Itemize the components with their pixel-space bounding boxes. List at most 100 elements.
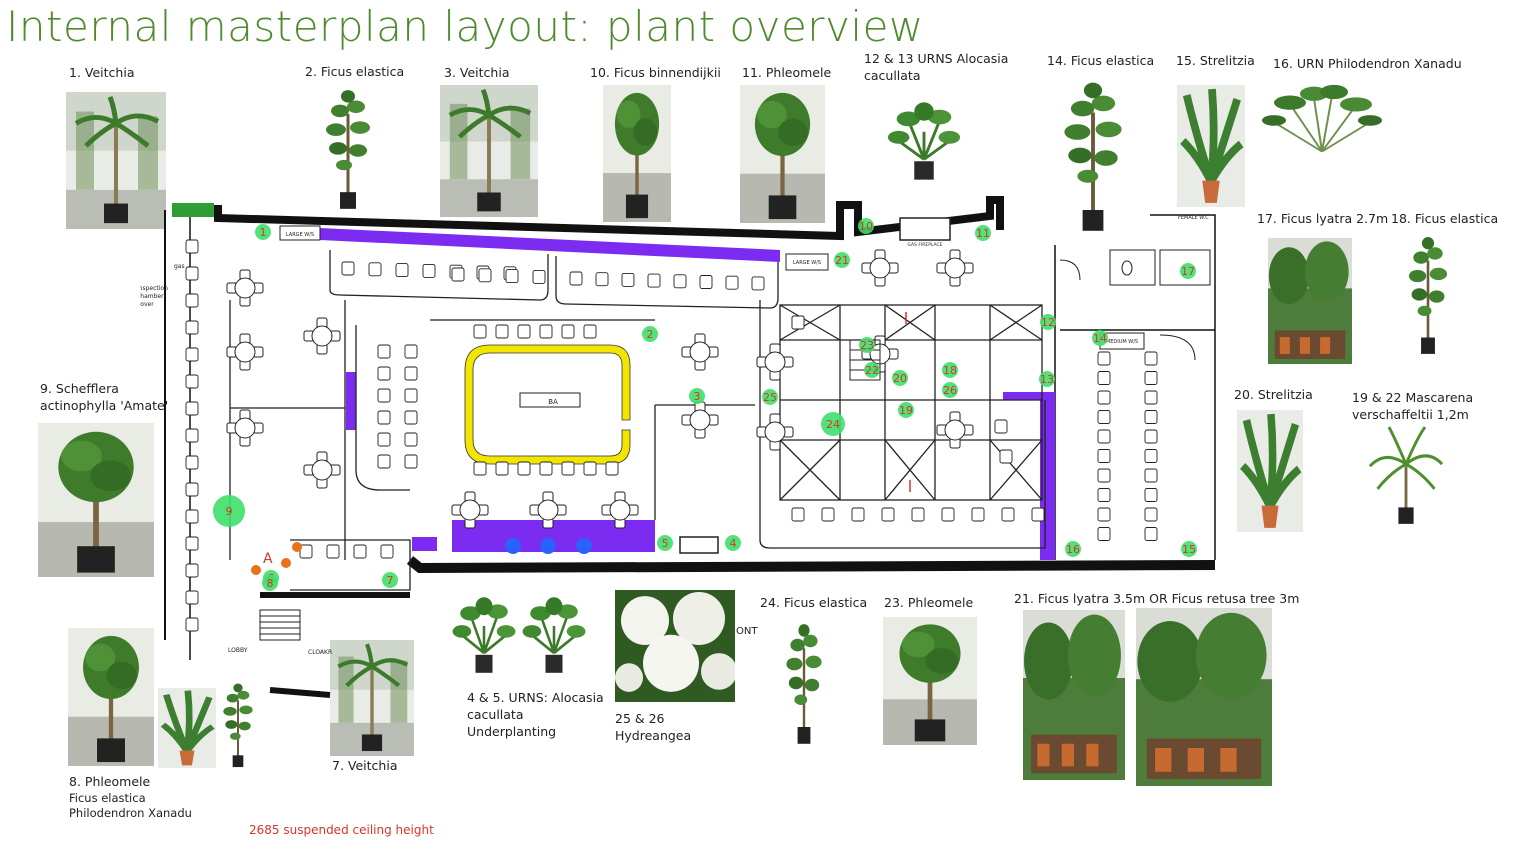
plant-marker-18: 18 <box>942 362 958 378</box>
red-tick-marks <box>905 312 911 492</box>
chair-rows <box>185 239 1158 632</box>
marker-number: 9 <box>226 505 233 518</box>
label-plant-14: 14. Ficus elastica <box>1047 53 1155 68</box>
chair <box>185 320 199 335</box>
chair <box>1144 449 1158 463</box>
chair <box>185 482 199 497</box>
plant-marker-26: 26 <box>942 382 958 398</box>
chair <box>1144 371 1158 385</box>
chair <box>404 388 418 403</box>
plant-markers: 1234567891011121314151617181920212223242… <box>213 218 1197 591</box>
plant-marker-8: 8 <box>262 575 278 591</box>
orange-dots <box>251 542 302 575</box>
marker-dot <box>1040 314 1056 330</box>
large-ws-1-label: LARGE W/S <box>286 232 314 238</box>
chair <box>185 428 199 443</box>
page-title: Internal masterplan layout: plant overvi… <box>6 2 924 51</box>
marker-dot <box>892 370 908 386</box>
label-plant-25-26-line2: Hydreangea <box>615 728 692 743</box>
bar-counter: BA <box>464 344 631 465</box>
label-plant-8-line1: 8. Phleomele <box>69 774 151 789</box>
chair <box>185 617 199 632</box>
inspection-label: inspection <box>140 285 168 292</box>
marker-dot <box>821 412 845 436</box>
chair <box>377 410 391 425</box>
chair <box>473 461 487 476</box>
chair <box>341 261 355 276</box>
chair <box>561 324 575 339</box>
marker-dot <box>864 362 880 378</box>
plant-marker-24: 24 <box>821 412 845 436</box>
label-plant-10: 10. Ficus binnendijkii <box>590 65 721 80</box>
chair <box>377 388 391 403</box>
chair <box>532 269 546 284</box>
round-table <box>226 269 264 307</box>
chair <box>1144 488 1158 502</box>
marker-dot <box>1180 263 1196 279</box>
chair <box>404 454 418 469</box>
plant-marker-13: 13 <box>1039 371 1055 387</box>
bar-label: BA <box>548 398 558 406</box>
round-table <box>756 413 794 451</box>
label-plant-12-13-line2: cacullata <box>864 68 921 83</box>
marker-number: 14 <box>1093 332 1107 345</box>
marker-dot <box>834 252 850 268</box>
chair <box>404 432 418 447</box>
label-plant-4-5-line1: 4 & 5. URNS: Alocasia <box>467 690 604 705</box>
marker-number: 3 <box>694 390 701 403</box>
marker-dot <box>975 225 991 241</box>
chair <box>1031 507 1045 522</box>
label-plant-17: 17. Ficus lyatra 2.7m <box>1257 211 1389 226</box>
marker-dot <box>762 389 778 405</box>
large-ws-2 <box>785 253 829 271</box>
round-table <box>226 409 264 447</box>
chair <box>299 544 313 559</box>
round-table <box>303 317 341 355</box>
chair <box>185 266 199 281</box>
chair <box>404 344 418 359</box>
chair <box>404 410 418 425</box>
chair <box>1144 527 1158 541</box>
chair <box>185 509 199 524</box>
marker-number: 15 <box>1182 543 1196 556</box>
chair <box>1097 527 1111 541</box>
chair <box>1001 507 1015 522</box>
chair <box>478 268 492 283</box>
chair <box>353 544 367 559</box>
round-table <box>861 249 899 287</box>
marker-number: 5 <box>662 537 669 550</box>
label-plant-19-22-line1: 19 & 22 Mascarena <box>1352 390 1474 405</box>
table-top <box>609 499 631 521</box>
gas-label: gas <box>174 263 185 270</box>
chair <box>941 507 955 522</box>
wc-fixtures <box>1059 249 1211 361</box>
chair <box>1097 371 1111 385</box>
chair <box>1097 390 1111 405</box>
chair <box>791 315 805 330</box>
label-plant-11: 11. Phleomele <box>742 65 832 80</box>
round-table <box>681 401 719 439</box>
marker-number: 24 <box>826 418 840 431</box>
chair <box>505 269 519 284</box>
marker-number: 23 <box>860 339 874 352</box>
chair <box>881 507 895 522</box>
chair <box>1144 351 1158 366</box>
photo-ficus-elastica-18 <box>1402 235 1454 358</box>
round-table <box>226 333 264 371</box>
chair <box>404 366 418 381</box>
chair <box>1097 449 1111 463</box>
label-plant-9-line2: actinophylla 'Amate' <box>40 398 169 413</box>
plant-marker-22: 22 <box>864 362 880 378</box>
photo-strelitzia-20 <box>1237 410 1303 532</box>
marker-dot <box>942 362 958 378</box>
table-top <box>689 409 711 431</box>
plant-marker-1: 1 <box>255 224 271 240</box>
round-table <box>529 491 567 529</box>
photo-ficus-lyatra-17 <box>1268 238 1352 364</box>
plant-marker-16: 16 <box>1065 541 1081 557</box>
label-plant-18: 18. Ficus elastica <box>1391 211 1499 226</box>
chair <box>368 262 382 277</box>
marker-number: 8 <box>267 577 274 590</box>
chair <box>569 271 583 286</box>
table-top <box>944 257 966 279</box>
